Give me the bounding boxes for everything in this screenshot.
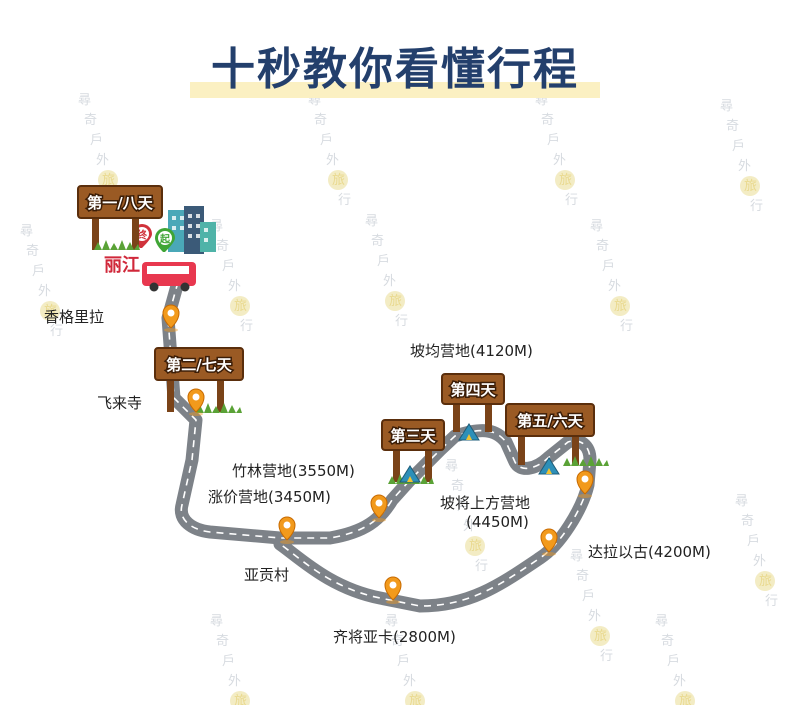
- signboard-day18: 第一/八天: [77, 185, 163, 250]
- start-pin-label: 起: [159, 233, 171, 246]
- bus-icon: [142, 262, 196, 292]
- route-road: [161, 275, 597, 613]
- title-highlight: [190, 82, 600, 98]
- sign-day3-label: 第三天: [390, 427, 436, 445]
- title-text: 十秒教你看懂行程: [211, 44, 579, 95]
- city-buildings-icon: [168, 206, 216, 254]
- place-zhangjia: 涨价营地(3450M): [208, 488, 331, 506]
- end-pin-label: 终: [137, 229, 148, 242]
- place-feilaisi: 飞来寺: [97, 394, 143, 412]
- start-pin-icon: 起: [155, 228, 175, 252]
- signboard-day3: 第三天: [381, 419, 445, 484]
- place-yagong: 亚贡村: [244, 566, 290, 584]
- place-zhulin: 竹林营地(3550M): [232, 462, 355, 480]
- place-pojiang: 坡将上方营地: [440, 494, 531, 512]
- place-qijiang: 齐将亚卡(2800M): [333, 628, 456, 646]
- sign-day18-label: 第一/八天: [87, 194, 153, 212]
- sign-day27-label: 第二/七天: [166, 356, 232, 374]
- sign-day56-label: 第五/六天: [517, 412, 583, 430]
- page-title: 十秒教你看懂行程: [190, 42, 600, 104]
- signboard-day56: 第五/六天: [505, 403, 609, 466]
- sign-day4-label: 第四天: [450, 381, 496, 399]
- signboard-day4: 第四天: [441, 373, 505, 432]
- place-pojiang-altitude: (4450M): [466, 513, 529, 531]
- signboard-day27: 第二/七天: [154, 347, 244, 413]
- place-lijiang: 丽江: [104, 255, 140, 276]
- place-shangrila: 香格里拉: [44, 308, 105, 326]
- place-dalayigu: 达拉以古(4200M): [588, 543, 711, 561]
- place-pojun: 坡均营地(4120M): [410, 342, 533, 360]
